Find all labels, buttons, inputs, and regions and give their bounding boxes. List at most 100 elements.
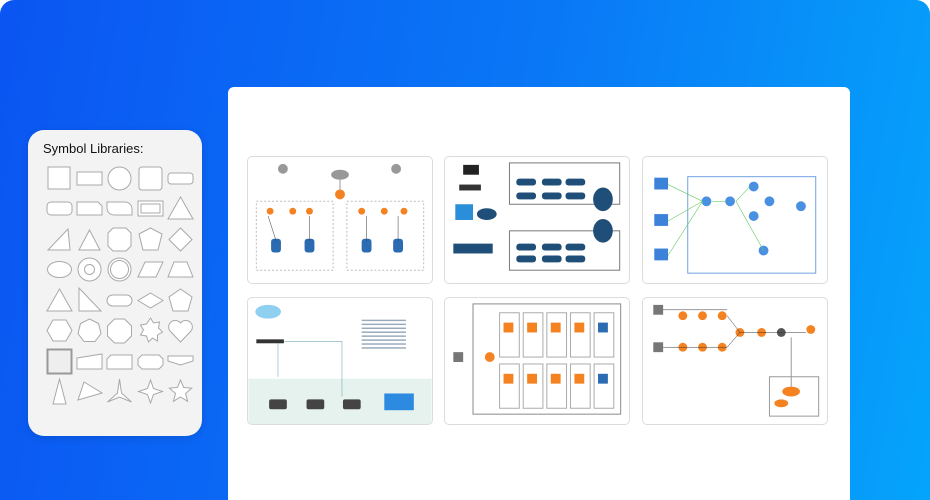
five-point-star-shape[interactable] xyxy=(166,377,196,407)
double-circle-shape[interactable] xyxy=(105,255,135,285)
connector xyxy=(277,341,343,397)
frame-shape[interactable] xyxy=(44,346,74,376)
instance-icon xyxy=(503,322,514,333)
rounded-rectangle-icon xyxy=(167,172,194,184)
node-icon xyxy=(266,207,274,215)
cloud-icon xyxy=(255,304,281,319)
circle-icon xyxy=(107,166,132,190)
service-pill xyxy=(516,255,537,263)
aws-cloud-icon xyxy=(774,399,789,408)
sideways-triangle-shape[interactable] xyxy=(74,377,104,407)
pentagon-inverted-shape[interactable] xyxy=(135,224,165,254)
gcp-service-icon xyxy=(748,181,759,192)
template-thumbnail-5[interactable] xyxy=(444,297,630,425)
isosceles-triangle-shape[interactable] xyxy=(74,224,104,254)
client-icon xyxy=(653,304,664,315)
connector xyxy=(667,184,764,256)
right-triangle-shape[interactable] xyxy=(74,285,104,315)
heptagon-shape[interactable] xyxy=(74,316,104,346)
node-icon xyxy=(380,207,388,215)
parallelogram-icon xyxy=(136,261,164,278)
parallelogram-shape[interactable] xyxy=(135,255,165,285)
round-snip-rect-shape[interactable] xyxy=(105,194,135,224)
five-point-star-icon xyxy=(168,378,193,403)
flat-diamond-shape[interactable] xyxy=(135,285,165,315)
rounded-rect-wide-shape[interactable] xyxy=(44,194,74,224)
pentagon-shape[interactable] xyxy=(166,285,196,315)
instance-icon xyxy=(574,322,585,333)
rounded-rectangle-shape[interactable] xyxy=(166,163,196,193)
three-point-star-shape[interactable] xyxy=(105,377,135,407)
tall-triangle-shape[interactable] xyxy=(44,377,74,407)
router-icon xyxy=(256,339,284,344)
template-thumbnail-1[interactable] xyxy=(247,156,433,284)
four-point-star-icon xyxy=(136,378,164,405)
template-thumbnail-3[interactable] xyxy=(642,156,828,284)
heptagon-icon xyxy=(77,318,102,342)
pill-shape[interactable] xyxy=(105,285,135,315)
node-icon xyxy=(306,207,313,215)
octagon-rounded-shape[interactable] xyxy=(105,224,135,254)
gcp-service-icon xyxy=(725,196,735,207)
subnet-box xyxy=(569,312,591,358)
flat-diamond-icon xyxy=(136,291,164,309)
double-border-rect-icon xyxy=(137,200,164,217)
template-thumbnail-6[interactable] xyxy=(642,297,828,425)
diamond-shape[interactable] xyxy=(166,224,196,254)
device-icon xyxy=(654,214,669,226)
trapezoid-shape[interactable] xyxy=(166,255,196,285)
laptop-icon xyxy=(459,184,481,191)
template-thumbnail-4[interactable] xyxy=(247,297,433,425)
shape-grid xyxy=(44,163,196,407)
triangle-large-shape[interactable] xyxy=(44,285,74,315)
four-point-star-shape[interactable] xyxy=(135,377,165,407)
snip-corner-rect-shape[interactable] xyxy=(74,194,104,224)
ellipse-shape[interactable] xyxy=(44,255,74,285)
double-circle-icon xyxy=(107,257,132,282)
service-box xyxy=(453,243,493,254)
template-thumbnail-2[interactable] xyxy=(444,156,630,284)
zone-box xyxy=(346,200,425,271)
snip-single-corner-icon xyxy=(106,354,133,369)
snip-single-corner-shape[interactable] xyxy=(105,346,135,376)
region-box xyxy=(768,376,820,417)
diamond-icon xyxy=(168,226,193,252)
rounded-rect-wide-icon xyxy=(46,201,72,216)
aws-icon xyxy=(717,311,727,321)
octagon-shape[interactable] xyxy=(105,316,135,346)
heart-shape[interactable] xyxy=(166,316,196,346)
instance-icon xyxy=(598,373,608,384)
seven-point-star-shape[interactable] xyxy=(135,316,165,346)
cloud-icon xyxy=(331,169,349,180)
rounded-octagon-rect-shape[interactable] xyxy=(135,346,165,376)
rounded-square-shape[interactable] xyxy=(135,163,165,193)
square-shape[interactable] xyxy=(44,163,74,193)
subnet-box xyxy=(499,363,520,409)
database-icon xyxy=(304,238,315,253)
hexagon-shape[interactable] xyxy=(44,316,74,346)
service-pill xyxy=(565,192,586,200)
pentagon-banner-shape[interactable] xyxy=(166,346,196,376)
three-point-star-icon xyxy=(107,378,133,403)
rounded-octagon-rect-icon xyxy=(137,354,164,369)
symbol-libraries-panel: Symbol Libraries: xyxy=(28,130,202,436)
right-slant-triangle-shape[interactable] xyxy=(44,224,74,254)
sideways-triangle-icon xyxy=(77,381,103,401)
database-icon xyxy=(393,238,403,253)
manual-input-shape[interactable] xyxy=(74,346,104,376)
frame-icon xyxy=(46,348,72,374)
circle-shape[interactable] xyxy=(105,163,135,193)
rectangle-shape[interactable] xyxy=(74,163,104,193)
donut-icon xyxy=(77,257,102,282)
subnet-box xyxy=(499,312,520,358)
subnet-box xyxy=(522,312,544,358)
node-icon xyxy=(400,207,408,215)
text-line xyxy=(361,347,406,349)
diagram-preview xyxy=(255,163,425,271)
double-border-rect-shape[interactable] xyxy=(135,194,165,224)
triangle-large-icon xyxy=(45,287,73,311)
triangle-shape[interactable] xyxy=(166,194,196,224)
service-pill xyxy=(565,243,586,251)
donut-shape[interactable] xyxy=(74,255,104,285)
service-pill xyxy=(541,243,562,251)
